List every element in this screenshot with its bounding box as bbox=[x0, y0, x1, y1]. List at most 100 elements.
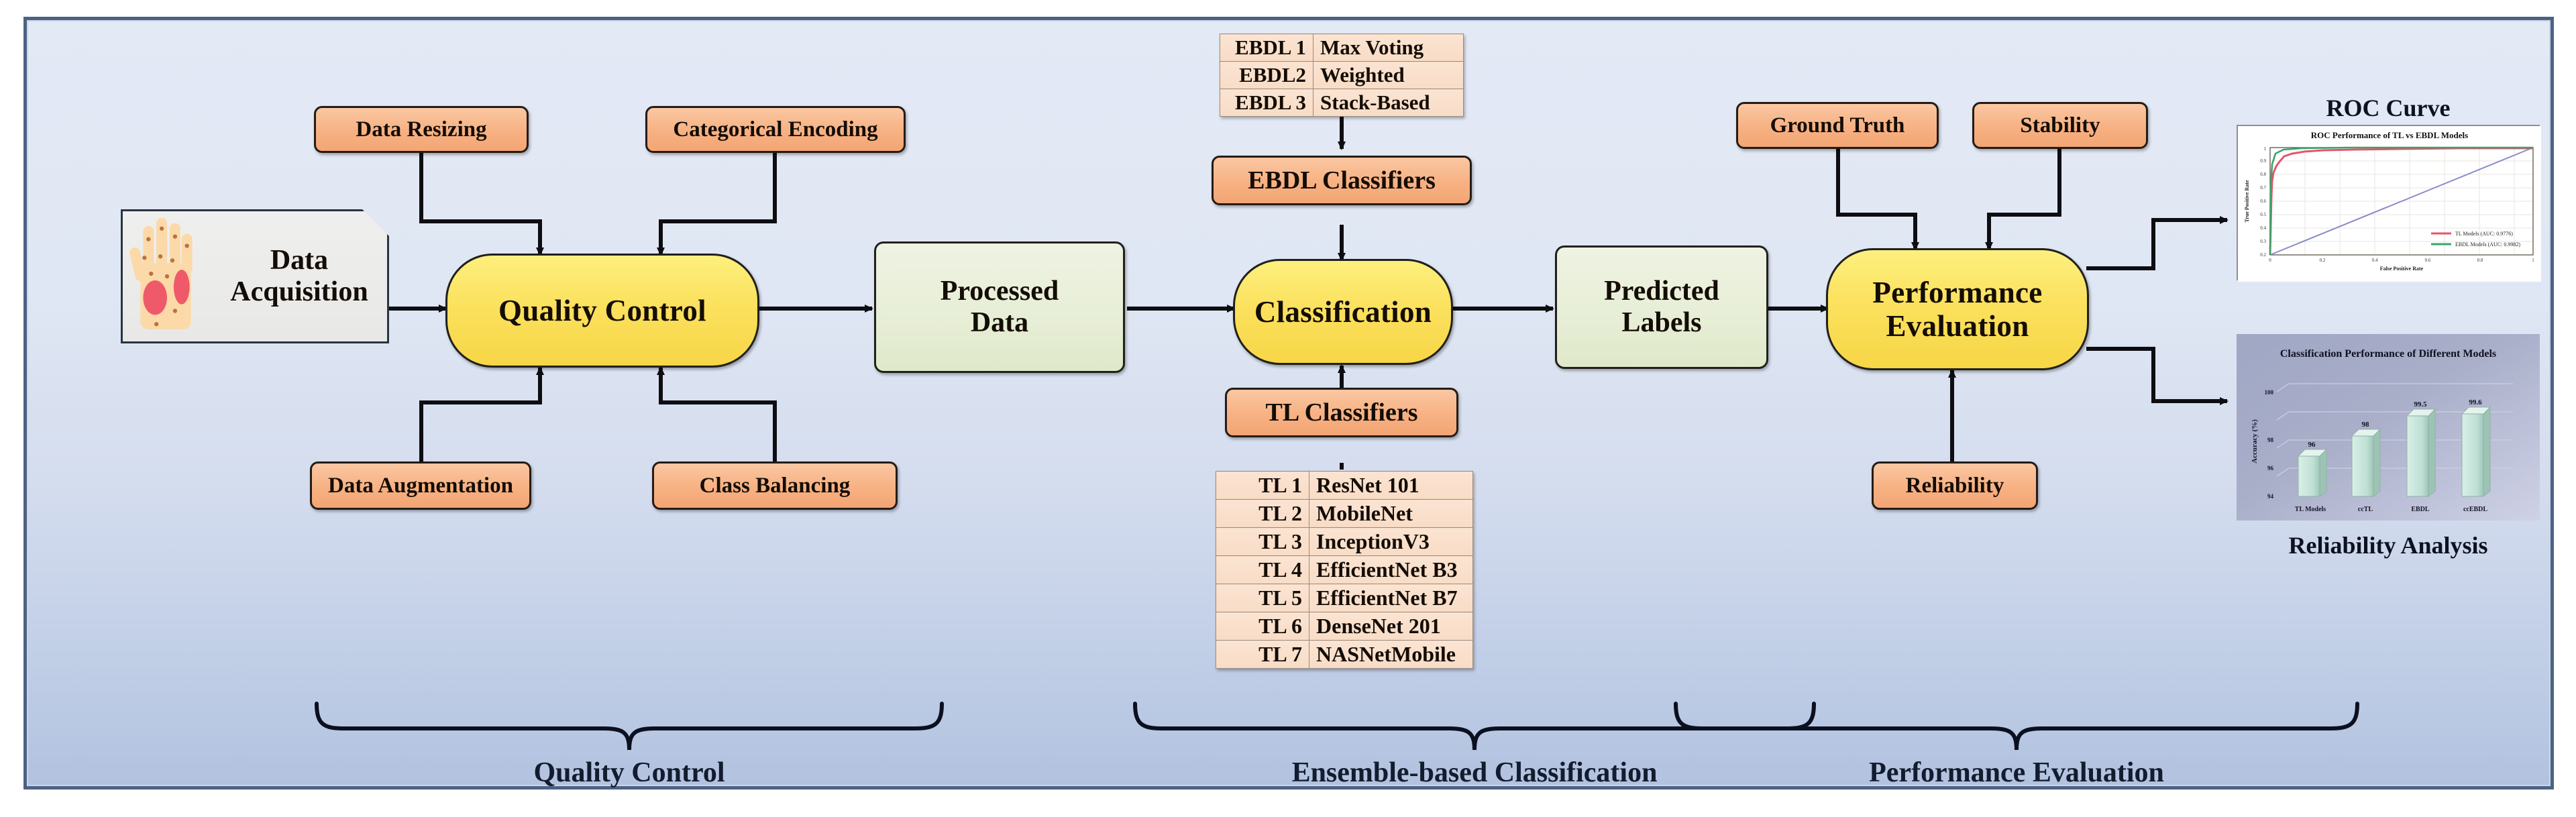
bar-ylabel: Accuracy (%) bbox=[2251, 419, 2259, 464]
bar-xtick: ccEBDL bbox=[2463, 506, 2487, 513]
quality-control-label: Quality Control bbox=[498, 293, 706, 327]
bar-data-label: 96 bbox=[2308, 441, 2316, 449]
roc-series-tl bbox=[2269, 147, 2533, 256]
tl-model-table: TL 1 ResNet 101 TL 2 MobileNet TL 3 Ince… bbox=[1216, 471, 1473, 669]
bar-ytick: 98 bbox=[2267, 437, 2274, 443]
roc-series-ebdl bbox=[2269, 146, 2533, 256]
stability-node[interactable]: Stability bbox=[1972, 102, 2148, 149]
reliability-bar-figure: Classification Performance of Different … bbox=[2237, 334, 2540, 521]
tl-row-value: DenseNet 201 bbox=[1309, 612, 1473, 641]
classification-node[interactable]: Classification bbox=[1233, 259, 1453, 365]
quality-control-node[interactable]: Quality Control bbox=[445, 254, 759, 368]
data-augmentation-node[interactable]: Data Augmentation bbox=[310, 461, 531, 510]
ebdl-classifiers-node[interactable]: EBDL Classifiers bbox=[1212, 156, 1472, 205]
table-row: TL 1 ResNet 101 bbox=[1216, 471, 1473, 500]
reliability-analysis-caption: Reliability Analysis bbox=[2288, 532, 2488, 559]
predicted-labels-node[interactable]: Predicted Labels bbox=[1555, 246, 1768, 369]
roc-legend-item: TL Models (AUC: 0.9776) bbox=[2455, 231, 2513, 237]
section-label-quality-control: Quality Control bbox=[533, 757, 725, 788]
ebdl-method-table: EBDL 1 Max Voting EBDL2 Weighted EBDL 3 … bbox=[1220, 34, 1464, 117]
tl-row-key: TL 3 bbox=[1216, 527, 1309, 556]
roc-chance-line bbox=[2269, 147, 2534, 256]
bar-ytick: 96 bbox=[2267, 465, 2274, 472]
bar-group bbox=[2297, 406, 2491, 498]
tl-row-value: EfficientNet B3 bbox=[1309, 555, 1473, 584]
reliability-bar-plot: Classification Performance of Different … bbox=[2237, 334, 2540, 521]
table-row: TL 5 EfficientNet B7 bbox=[1216, 584, 1473, 612]
section-label-performance-evaluation: Performance Evaluation bbox=[1869, 757, 2164, 788]
roc-xtick: 0.4 bbox=[2372, 258, 2378, 263]
tl-row-value: NASNetMobile bbox=[1309, 640, 1473, 669]
categorical-encoding-label: Categorical Encoding bbox=[673, 117, 878, 142]
ground-truth-node[interactable]: Ground Truth bbox=[1736, 102, 1939, 149]
table-row: TL 2 MobileNet bbox=[1216, 499, 1473, 528]
table-row: TL 7 NASNetMobile bbox=[1216, 640, 1473, 669]
roc-ytick: 0.3 bbox=[2260, 239, 2266, 244]
bar-data-label: 99.6 bbox=[2469, 398, 2482, 406]
reliability-node[interactable]: Reliability bbox=[1872, 461, 2038, 510]
tl-row-key: TL 7 bbox=[1216, 640, 1309, 669]
categorical-encoding-node[interactable]: Categorical Encoding bbox=[645, 106, 906, 153]
ebdl-row-value: Weighted bbox=[1313, 61, 1464, 89]
roc-ytick: 0.2 bbox=[2260, 252, 2266, 258]
section-label-ensemble-classification: Ensemble-based Classification bbox=[1291, 757, 1658, 788]
performance-evaluation-node[interactable]: Performance Evaluation bbox=[1826, 248, 2089, 370]
roc-xtick: 0.2 bbox=[2320, 258, 2326, 263]
tl-row-value: EfficientNet B7 bbox=[1309, 584, 1473, 612]
roc-legend-item: EBDL Models (AUC: 0.9982) bbox=[2455, 241, 2520, 248]
table-row: EBDL 1 Max Voting bbox=[1220, 34, 1464, 62]
data-resizing-node[interactable]: Data Resizing bbox=[314, 106, 529, 153]
bar-plot-title: Classification Performance of Different … bbox=[2280, 348, 2496, 360]
roc-ylabel: True Positive Rate bbox=[2244, 180, 2250, 222]
table-row: EBDL 3 Stack-Based bbox=[1220, 89, 1464, 117]
ebdl-row-key: EBDL 3 bbox=[1220, 89, 1313, 117]
roc-curve-plot: ROC Performance of TL vs EBDL Models Fal… bbox=[2238, 126, 2541, 282]
roc-ytick: 1 bbox=[2264, 146, 2267, 152]
roc-curve-figure: ROC Performance of TL vs EBDL Models Fal… bbox=[2237, 125, 2541, 282]
data-augmentation-label: Data Augmentation bbox=[328, 473, 513, 498]
roc-xtick: 0 bbox=[2269, 258, 2271, 263]
tl-classifiers-node[interactable]: TL Classifiers bbox=[1225, 388, 1458, 437]
roc-ytick: 0.8 bbox=[2260, 172, 2266, 177]
stability-label: Stability bbox=[2020, 113, 2100, 138]
bar-data-label: 98 bbox=[2362, 421, 2370, 429]
bar-data-label: 99.5 bbox=[2414, 400, 2427, 408]
ebdl-classifiers-label: EBDL Classifiers bbox=[1248, 166, 1436, 195]
class-balancing-label: Class Balancing bbox=[699, 473, 851, 498]
roc-ytick: 0.7 bbox=[2260, 185, 2266, 190]
tl-row-key: TL 4 bbox=[1216, 555, 1309, 584]
reliability-label: Reliability bbox=[1905, 473, 2004, 498]
data-resizing-label: Data Resizing bbox=[356, 117, 487, 142]
bar-ytick: 94 bbox=[2267, 493, 2274, 500]
roc-plot-title: ROC Performance of TL vs EBDL Models bbox=[2311, 130, 2468, 140]
bar-xtick: EBDL bbox=[2411, 506, 2430, 513]
bar-ytick: 100 bbox=[2265, 389, 2274, 396]
roc-xlabel: False Positive Rate bbox=[2380, 266, 2424, 272]
processed-data-node[interactable]: Processed Data bbox=[874, 241, 1125, 373]
ebdl-row-value: Max Voting bbox=[1313, 34, 1464, 62]
roc-xtick: 0.6 bbox=[2425, 258, 2431, 263]
ebdl-row-key: EBDL2 bbox=[1220, 61, 1313, 89]
roc-xtick: 0.8 bbox=[2477, 258, 2483, 263]
performance-evaluation-label-line2: Evaluation bbox=[1886, 309, 2029, 343]
tl-row-value: ResNet 101 bbox=[1309, 471, 1473, 500]
data-acquisition-label-line2: Acquisition bbox=[230, 276, 368, 307]
roc-curve-caption: ROC Curve bbox=[2326, 95, 2451, 121]
processed-data-label-line2: Data bbox=[970, 307, 1029, 338]
tl-row-key: TL 1 bbox=[1216, 471, 1309, 500]
tl-row-key: TL 6 bbox=[1216, 612, 1309, 641]
class-balancing-node[interactable]: Class Balancing bbox=[652, 461, 898, 510]
roc-ytick: 0.4 bbox=[2260, 225, 2266, 231]
tl-classifiers-label: TL Classifiers bbox=[1265, 398, 1418, 427]
processed-data-label-line1: Processed bbox=[940, 275, 1059, 307]
data-acquisition-label-line1: Data bbox=[270, 244, 329, 276]
tl-row-value: InceptionV3 bbox=[1309, 527, 1473, 556]
ground-truth-label: Ground Truth bbox=[1770, 113, 1905, 138]
predicted-labels-label-line1: Predicted bbox=[1604, 275, 1719, 307]
roc-legend: TL Models (AUC: 0.9776) EBDL Models (AUC… bbox=[2431, 231, 2520, 248]
data-acquisition-node[interactable]: Data Acquisition bbox=[121, 209, 389, 343]
roc-ytick: 0.9 bbox=[2260, 158, 2266, 164]
roc-xtick: 1 bbox=[2532, 258, 2534, 263]
bar-xtick: ccTL bbox=[2358, 506, 2373, 513]
